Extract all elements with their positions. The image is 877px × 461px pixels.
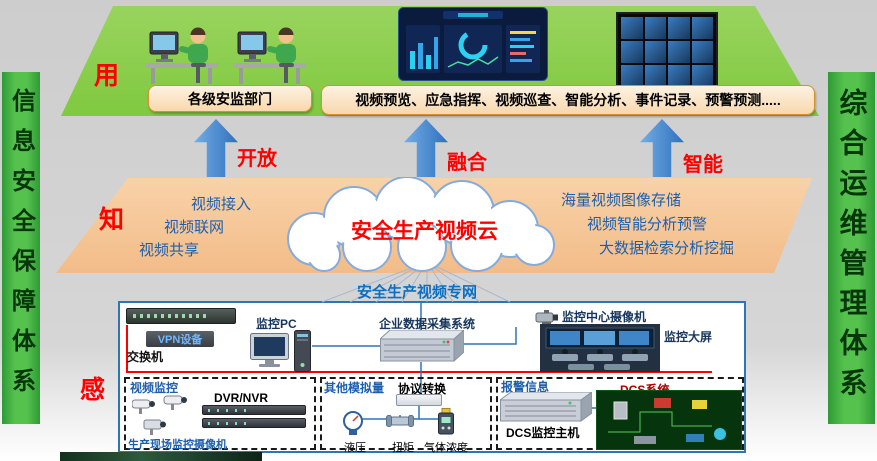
capability-video-networking: 视频联网 [164, 219, 225, 236]
sensor-label-hydraulic: 液压 [344, 442, 366, 454]
operators-at-computers-image [146, 27, 307, 85]
layer-tag-sense: 感 [80, 376, 106, 404]
functions-box: 视频预览、应急指挥、视频巡查、智能分析、事件记录、预警预测..... [321, 85, 815, 115]
vpn-device-image: VPN设备 [146, 331, 214, 347]
monitor-pc-label: 监控PC [256, 317, 297, 331]
data-collector-image [380, 330, 464, 362]
dvr-nvr-label: DVR/NVR [214, 391, 269, 405]
site-camera-label: 生产现场监控摄像机 [128, 439, 227, 451]
switch-label: 交换机 [127, 350, 164, 364]
cloud-shape [287, 177, 555, 272]
cloud-title: 安全生产视频云 [351, 220, 498, 243]
dcs-host-label: DCS监控主机 [506, 426, 580, 440]
hydraulic-gauge-icon [343, 411, 363, 435]
torque-sensor-icon [386, 415, 414, 427]
arrow-label-intelligent: 智能 [683, 154, 723, 176]
capability-mass-storage: 海量视频图像存储 [561, 192, 682, 209]
center-camera-label: 监控中心摄像机 [562, 310, 647, 324]
layer-tag-use: 用 [94, 62, 120, 90]
site-cameras-image [132, 395, 187, 435]
data-collector-label: 企业数据采集系统 [379, 317, 476, 331]
group-analog-title: 其他模拟量 [324, 381, 385, 395]
capability-video-sharing: 视频共享 [139, 242, 200, 259]
switch-image [126, 308, 236, 324]
gas-detector-icon [438, 408, 454, 435]
nvr-device-image [202, 418, 306, 428]
department-box: 各级安监部门 [148, 85, 312, 112]
center-camera-icon [535, 310, 558, 324]
group-alarm-title: 报警信息 [501, 380, 550, 394]
bottom-edge-bar [60, 452, 262, 461]
capability-video-access: 视频接入 [191, 196, 252, 213]
up-arrow-intelligent [640, 119, 684, 177]
dvr-device-image [202, 405, 306, 415]
sensor-label-torque: 扭矩 [392, 442, 414, 454]
monitor-pc-image [250, 330, 311, 372]
dcs-mimic-screen-image [596, 390, 742, 450]
dashboard-image [398, 7, 548, 81]
right-banner: 综合运维管理体系 [828, 72, 875, 424]
protocol-converter-label: 协议转换 [398, 382, 447, 396]
control-room-image [540, 324, 660, 372]
capability-ai-analysis: 视频智能分析预警 [587, 216, 708, 233]
sensor-label-gas: 气体浓度 [424, 442, 468, 454]
private-network-label: 安全生产视频专网 [357, 284, 478, 301]
capability-bigdata-mining: 大数据检索分析挖掘 [599, 240, 735, 257]
layer-tag-know: 知 [99, 206, 125, 234]
arrow-label-open: 开放 [237, 148, 277, 170]
dcs-host-image [500, 392, 592, 422]
protocol-converter-image [396, 394, 442, 406]
left-banner: 信息安全保障体系 [2, 72, 40, 424]
up-arrow-fusion [404, 119, 448, 177]
group-video-title: 视频监控 [130, 381, 179, 395]
vpn-device-label: VPN设备 [157, 334, 203, 346]
group-analog-box [320, 377, 492, 450]
video-wall-image [616, 12, 718, 92]
big-screen-label: 监控大屏 [664, 330, 713, 344]
group-video-box [124, 377, 316, 450]
up-arrow-open [194, 119, 238, 177]
arrow-label-fusion: 融合 [447, 152, 487, 174]
